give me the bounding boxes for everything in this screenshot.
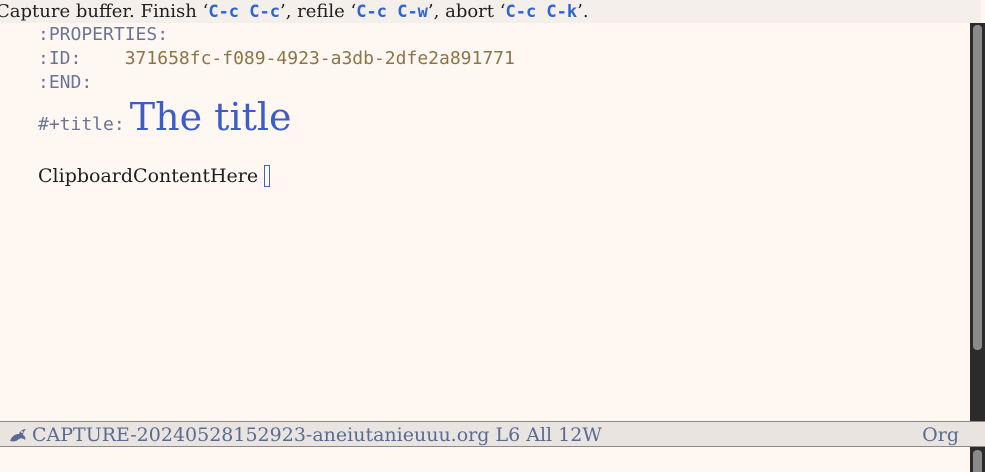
id-property-value: 371658fc-f089-4923-a3db-2dfe2a891771 (124, 48, 515, 69)
document-title: The title (129, 95, 292, 139)
echo-area-scrollbar[interactable] (970, 447, 985, 472)
properties-end: :END: (38, 72, 93, 93)
header-mid-1: ’, refile ‘ (279, 1, 357, 22)
text-cursor (264, 165, 271, 187)
properties-start: :PROPERTIES: (38, 24, 169, 45)
header-line: Capture buffer. Finish ‘C-c C-c’, refile… (0, 0, 981, 23)
buffer-name[interactable]: CAPTURE-20240528152923-aneiutanieuuu.org (32, 424, 490, 446)
finish-keybinding[interactable]: C-c C-c (208, 2, 280, 22)
major-mode[interactable]: Org (922, 424, 959, 446)
line-position: L6 (495, 424, 521, 446)
header-prefix: Capture buffer. Finish ‘ (0, 1, 209, 22)
word-count: 12W (558, 424, 602, 446)
capture-buffer[interactable]: :PROPERTIES: :ID: 371658fc-f089-4923-a3d… (0, 23, 970, 421)
abort-keybinding[interactable]: C-c C-k (505, 2, 578, 22)
scroll-position: All (526, 424, 553, 446)
body-line: ClipboardContentHere (38, 165, 271, 187)
id-property-key: :ID: (38, 48, 82, 69)
emacs-gnu-icon (10, 429, 26, 442)
buffer-scrollbar-thumb[interactable] (973, 25, 982, 350)
header-mid-2: ’, abort ‘ (427, 1, 506, 22)
refile-keybinding[interactable]: C-c C-w (356, 2, 428, 22)
id-property-line: :ID: 371658fc-f089-4923-a3db-2dfe2a89177… (38, 47, 515, 71)
clipboard-content: ClipboardContentHere (38, 165, 259, 187)
mode-line: CAPTURE-20240528152923-aneiutanieuuu.org… (0, 421, 985, 447)
title-line: #+title: The title (38, 95, 292, 139)
header-suffix: ’. (577, 1, 589, 22)
buffer-scrollbar[interactable] (970, 23, 985, 421)
echo-area-scrollbar-thumb[interactable] (973, 450, 982, 472)
title-keyword: #+title: (38, 114, 125, 135)
mode-line-left: CAPTURE-20240528152923-aneiutanieuuu.org… (32, 423, 602, 447)
echo-area[interactable] (0, 447, 970, 472)
